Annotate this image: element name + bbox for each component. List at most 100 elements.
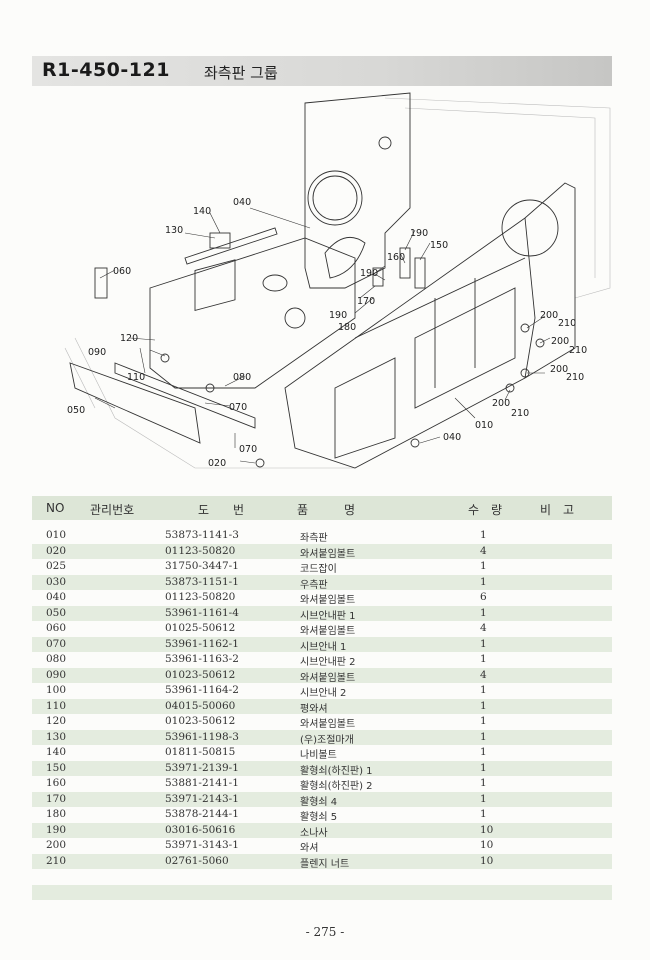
part-name: 와셔붙임볼트 — [300, 548, 356, 560]
callout-080: 070 — [229, 402, 247, 413]
drawing-number: 53873-1141-3 — [165, 529, 239, 541]
callout-210a: 210 — [558, 318, 576, 329]
part-name: 와셔 — [300, 843, 319, 854]
drawing-number: 31750-3447-1 — [165, 560, 239, 572]
quantity: 1 — [480, 792, 487, 805]
part-name: 평와셔 — [300, 703, 328, 715]
callout-090: 080 — [233, 372, 251, 383]
drawing-number: 53961-1198-3 — [165, 730, 239, 743]
callout-160: 160 — [387, 252, 405, 263]
part-number: 110 — [46, 699, 67, 712]
drawing-number: 01123-50820 — [165, 591, 236, 603]
part-name: 소나사 — [300, 827, 328, 839]
drawing-number: 53961-1161-4 — [165, 606, 239, 619]
callout-100: 090 — [88, 347, 106, 358]
exploded-parts-diagram: 040 140 130 060 120 090 110 080 070 050 … — [64, 92, 611, 469]
quantity: 1 — [480, 746, 487, 758]
part-name: 시브안내 1 — [300, 641, 347, 653]
part-number: 040 — [46, 591, 67, 603]
table-row-empty — [32, 869, 612, 885]
group-name: 좌측판 그룹 — [204, 64, 278, 82]
part-name: (우)조절마개 — [300, 734, 354, 746]
callout-040-label: 040 — [443, 432, 461, 443]
part-number: 050 — [46, 606, 67, 619]
callout-110: 110 — [127, 372, 145, 383]
header-part-name: 품 명 — [297, 503, 356, 517]
part-number: 080 — [46, 653, 67, 665]
part-name: 좌측판 — [300, 533, 328, 544]
group-code: R1-450-121 — [42, 59, 170, 81]
callout-170: 170 — [357, 296, 375, 307]
part-number: 025 — [46, 560, 67, 572]
part-number: 190 — [46, 823, 67, 836]
quantity: 1 — [480, 777, 487, 789]
callout-200d: 200 — [492, 398, 510, 409]
quantity: 4 — [480, 544, 487, 557]
part-number: 200 — [46, 839, 67, 851]
part-name: 와셔붙임볼트 — [300, 626, 356, 637]
quantity: 1 — [480, 575, 487, 588]
part-name: 와셔붙임볼트 — [300, 672, 356, 684]
table-row: 010 53873-1141-3 좌측판 1 — [32, 528, 612, 544]
part-number: 160 — [46, 777, 67, 789]
quantity: 1 — [480, 529, 487, 541]
part-name: 활형쇠(하진판) 2 — [300, 781, 373, 792]
quantity: 4 — [480, 622, 487, 634]
part-name: 와셔붙임볼트 — [300, 595, 356, 606]
callout-050: 050 — [67, 405, 85, 416]
drawing-number: 01123-50820 — [165, 544, 236, 557]
callout-070-label: 070 — [239, 444, 257, 455]
callout-120: 120 — [120, 333, 138, 344]
header-no: NO — [46, 501, 65, 515]
part-number: 140 — [46, 746, 67, 758]
drawing-number: 53873-1151-1 — [165, 575, 239, 588]
part-name: 활형쇠 4 — [300, 796, 338, 808]
part-name: 시브안내 2 — [300, 688, 347, 699]
callout-010: 010 — [475, 420, 493, 431]
part-number: 120 — [46, 715, 67, 727]
callout-020: 020 — [208, 458, 226, 469]
part-number: 010 — [46, 529, 67, 541]
callout-210c: 210 — [566, 372, 584, 383]
drawing-number: 53961-1162-1 — [165, 637, 239, 650]
drawing-number: 01811-50815 — [165, 746, 236, 758]
header-mgmt-number: 관리번호 — [90, 503, 135, 517]
callout-210b: 210 — [569, 345, 587, 356]
drawing-number: 04015-50060 — [165, 699, 236, 712]
callout-130: 130 — [165, 225, 183, 236]
quantity: 1 — [480, 808, 487, 820]
callout-190c: 190 — [329, 310, 347, 321]
part-number: 020 — [46, 544, 67, 557]
quantity: 1 — [480, 606, 487, 619]
callout-200b: 200 — [551, 336, 569, 347]
header-quantity: 수 량 — [468, 503, 503, 517]
part-number: 030 — [46, 575, 67, 588]
quantity: 1 — [480, 684, 487, 696]
quantity: 1 — [480, 761, 487, 774]
part-number: 090 — [46, 668, 67, 681]
quantity: 10 — [480, 854, 494, 867]
drawing-number: 53878-2144-1 — [165, 808, 239, 820]
header-note: 비 고 — [540, 503, 575, 517]
part-number: 210 — [46, 854, 67, 867]
header-drawing-number: 도 번 — [198, 503, 245, 517]
quantity: 1 — [480, 715, 487, 727]
part-name: 플렌지 너트 — [300, 858, 350, 870]
drawing-number: 53971-2139-1 — [165, 761, 239, 774]
callout-200c: 200 — [550, 364, 568, 375]
drawing-number: 53961-1164-2 — [165, 684, 239, 696]
